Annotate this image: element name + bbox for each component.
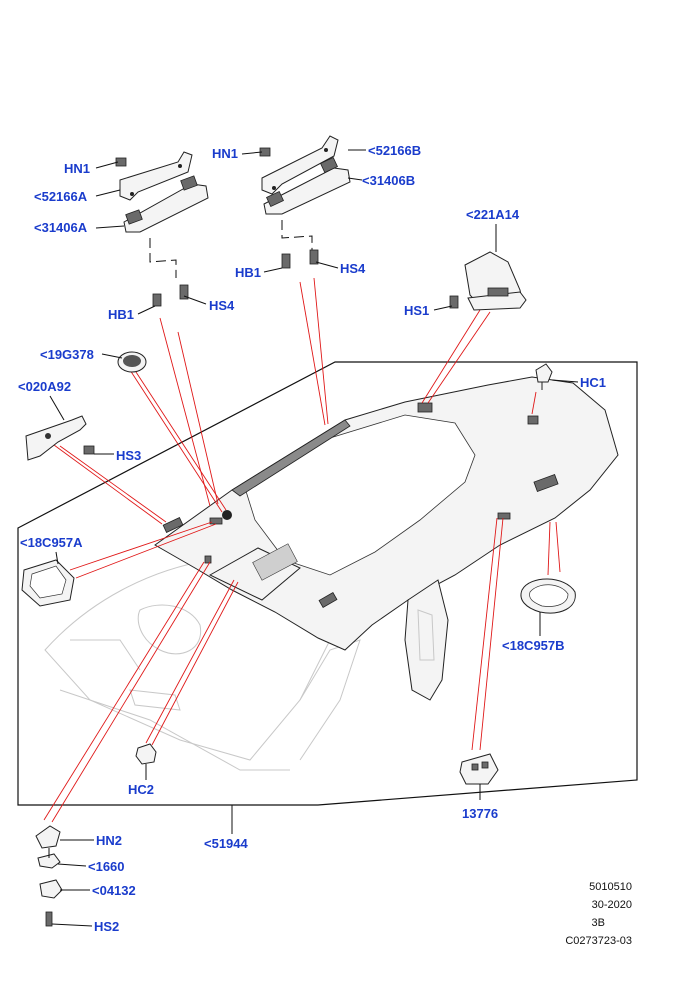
callout-52166b: <52166B: [368, 143, 421, 158]
info-line-2: 30-2020: [592, 899, 632, 911]
assembly-frame: [17, 361, 638, 806]
callout-18c957b: <18C957B: [502, 638, 565, 653]
callout-hb1-mid: HB1: [235, 265, 261, 280]
grab-handle-left: [115, 151, 209, 307]
callout-hn1-mid: HN1: [212, 146, 238, 161]
headliner-panel: [154, 376, 619, 701]
callout-hc2: HC2: [128, 782, 154, 797]
callout-31406b: <31406B: [362, 173, 415, 188]
info-line-1: 5010510: [589, 881, 632, 893]
callout-1660: <1660: [88, 859, 125, 874]
callout-51944: <51944: [204, 836, 249, 851]
drawing-info-block: 5010510 30-2020 3B C0273723-03: [565, 881, 632, 947]
callout-hn2: HN2: [96, 833, 122, 848]
callout-hc1: HC1: [580, 375, 606, 390]
map-light: [459, 753, 499, 785]
callout-hs4-mid: HS4: [340, 261, 366, 276]
info-line-3: 3B: [592, 917, 605, 929]
callout-221a14: <221A14: [466, 207, 520, 222]
callout-hs2: HS2: [94, 919, 119, 934]
clip-hc2: [135, 743, 157, 765]
lamp-bezel-right: [520, 578, 576, 614]
callout-13776: 13776: [462, 806, 498, 821]
lamp-bezel-left: [21, 559, 75, 607]
callout-hs3: HS3: [116, 448, 141, 463]
vehicle-interior-ghost: [44, 559, 361, 771]
callout-18c957a: <18C957A: [20, 535, 83, 550]
callout-52166a: <52166A: [34, 189, 88, 204]
callout-hn1-left: HN1: [64, 161, 90, 176]
callout-020a92: <020A92: [18, 379, 71, 394]
leader-lines: [49, 149, 579, 927]
reference-lines: [43, 277, 561, 823]
callout-hb1-left: HB1: [108, 307, 134, 322]
callout-hs4-left: HS4: [209, 298, 235, 313]
overhead-console-switch: [449, 251, 527, 311]
clip-hc1: [535, 363, 553, 390]
callouts: HN1 <52166A <31406A HB1 HS4 HN1 <52166B …: [18, 143, 606, 934]
callout-19g378: <19G378: [40, 347, 94, 362]
fastener-stack: [35, 825, 63, 927]
grab-handle-right: [259, 135, 351, 269]
info-line-4: C0273723-03: [565, 935, 632, 947]
callout-04132: <04132: [92, 883, 136, 898]
callout-hs1: HS1: [404, 303, 429, 318]
callout-31406a: <31406A: [34, 220, 88, 235]
bracket-left: [25, 415, 95, 461]
speaker-grille: [117, 351, 147, 373]
